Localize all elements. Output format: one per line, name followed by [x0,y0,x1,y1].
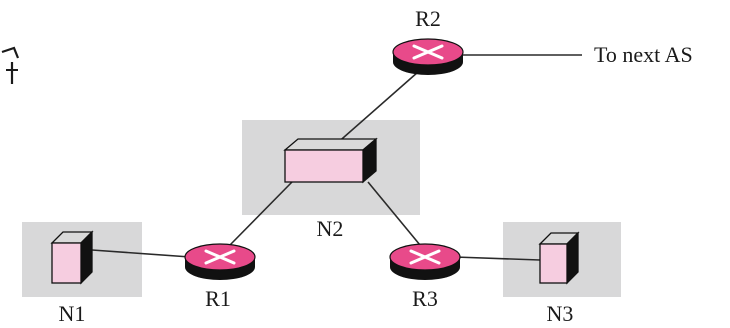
router-icon [389,243,461,280]
link-r2-n2 [334,71,419,146]
link-r3-n3 [454,256,541,261]
network-device-icon [283,137,378,184]
label-r1: R1 [205,286,231,311]
cropped-edge-mark [1,46,20,84]
router-icon [184,243,256,280]
label-n1: N1 [59,301,86,326]
label-n2: N2 [317,216,344,241]
network-device-icon [50,230,94,285]
router-icon [392,38,464,75]
network-device-icon [538,231,580,285]
label-r2: R2 [415,6,441,31]
label-to-next-as: To next AS [594,42,693,67]
link-n2-r3 [367,181,421,246]
label-n3: N3 [547,301,574,326]
label-r3: R3 [412,286,438,311]
link-n1-r1 [91,249,191,258]
link-n2-r1 [229,181,293,246]
